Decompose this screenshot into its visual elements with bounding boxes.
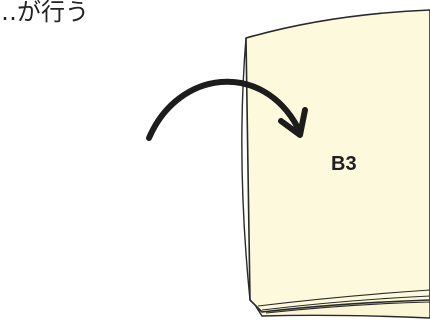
header-text: …が行う	[0, 0, 89, 26]
curved-arrow-icon	[146, 78, 308, 141]
sheet-label: B3	[331, 153, 357, 175]
fold-line-1	[257, 289, 430, 307]
paper-sheet	[245, 9, 430, 313]
fold-line-2	[261, 295, 430, 311]
fold-line-3	[265, 301, 430, 314]
fold-edge	[241, 37, 251, 301]
